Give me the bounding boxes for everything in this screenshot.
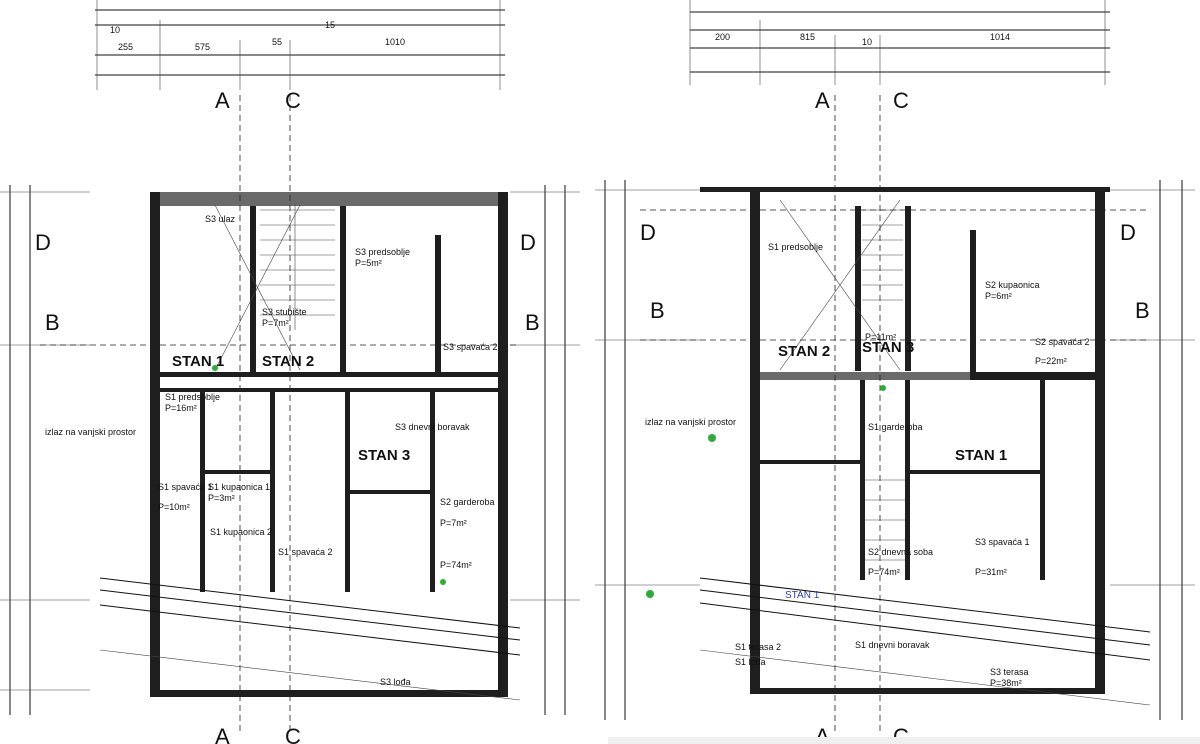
right-room-area-1: P=6m² — [985, 291, 1012, 301]
left-room-area-1: P=5m² — [355, 258, 382, 268]
right-unit-stan-1: STAN 1 — [955, 447, 1007, 464]
left-room-name-11: S3 lođa — [380, 677, 411, 687]
left-dim-3: 575 — [195, 42, 210, 52]
right-room-labels: S1 predsoblje P=11m² S2 kupaonica P=6m² … — [645, 242, 1090, 688]
left-room-area-8: P=7m² — [440, 518, 467, 528]
bottom-strip — [608, 737, 1200, 744]
left-room-area-9: P=74m² — [440, 560, 472, 570]
right-room-area-2: P=22m² — [1035, 356, 1067, 366]
left-room-name-2: S3 stubište — [262, 307, 307, 317]
right-room-name-6: S1 terasa 2 — [735, 642, 781, 652]
left-room-name-10: S1 spavaća 2 — [278, 547, 333, 557]
right-unit-stan-3: STAN 3 — [862, 339, 914, 356]
left-dim-1: 10 — [110, 25, 120, 35]
right-room-area-0: P=11m² — [865, 332, 896, 342]
left-room-name-5: S1 spavaća 1 — [158, 482, 213, 492]
right-level-marker-2 — [646, 590, 654, 598]
right-room-name-7: S1 dnevni boravak — [855, 640, 930, 650]
right-room-area-9: P=38m² — [990, 678, 1022, 688]
left-room-area-4: P=16m² — [165, 403, 197, 413]
left-side-dimensions — [0, 185, 580, 715]
left-stairs — [214, 204, 335, 371]
right-level-marker — [708, 434, 716, 442]
right-room-name-9: S3 terasa — [990, 667, 1029, 677]
right-room-area-5: P=74m² — [868, 567, 900, 577]
right-room-name-8: S1 lođa — [735, 657, 766, 667]
right-floor-plan: 200 815 10 1014 A C A C D D B B — [595, 0, 1200, 744]
right-blue-note: STAN 1 — [785, 590, 820, 601]
right-room-name-0: S1 predsoblje — [768, 242, 823, 252]
right-room-area-4: P=31m² — [975, 567, 1007, 577]
right-top-dimensions: 200 815 10 1014 — [689, 0, 1110, 85]
right-side-dimensions — [595, 180, 1195, 720]
left-room-name-0: S3 ulaz — [205, 214, 236, 224]
left-top-dimensions: 10 255 575 55 1010 15 — [95, 0, 505, 90]
left-axis-top-a: A — [215, 88, 230, 113]
right-level-marker-3 — [880, 385, 886, 391]
left-floor-plan: 10 255 575 55 1010 15 A C A C D D B B — [0, 0, 580, 744]
right-side-note: izlaz na vanjski prostor — [645, 417, 736, 427]
left-axis-bottom-a: A — [215, 724, 230, 744]
left-room-name-9: S3 dnevni boravak — [395, 422, 470, 432]
left-axis-side-b: B — [45, 310, 60, 335]
right-axis-top-c: C — [893, 88, 909, 113]
right-dim-1: 200 — [715, 32, 730, 42]
left-room-name-6: S1 kupaonica 1 — [208, 482, 270, 492]
left-unit-stan-1: STAN 1 — [172, 353, 224, 370]
right-axis-side-b: B — [650, 298, 665, 323]
right-room-name-2: S2 spavaća 2 — [1035, 337, 1090, 347]
left-unit-stan-3: STAN 3 — [358, 447, 410, 464]
left-room-area-5: P=10m² — [158, 502, 190, 512]
left-axis-bottom-c: C — [285, 724, 301, 744]
right-axis-side-d-right: D — [1120, 220, 1136, 245]
left-room-labels: S3 ulaz S3 predsoblje P=5m² S3 stubište … — [45, 214, 498, 687]
right-dim-3: 10 — [862, 37, 872, 47]
right-axis-top-a: A — [815, 88, 830, 113]
left-room-area-6: P=3m² — [208, 493, 235, 503]
left-level-marker-2 — [440, 579, 446, 585]
left-axis-side-d-right: D — [520, 230, 536, 255]
left-dim-6: 15 — [325, 20, 335, 30]
right-room-name-4: S3 spavaća 1 — [975, 537, 1030, 547]
left-room-name-7: S1 kupaonica 2 — [210, 527, 272, 537]
right-room-name-1: S2 kupaonica — [985, 280, 1040, 290]
left-unit-stan-2: STAN 2 — [262, 353, 314, 370]
left-dim-4: 55 — [272, 37, 282, 47]
left-dim-5: 1010 — [385, 37, 405, 47]
left-side-note: izlaz na vanjski prostor — [45, 427, 136, 437]
left-dim-2: 255 — [118, 42, 133, 52]
right-dim-4: 1014 — [990, 32, 1010, 42]
left-room-name-1: S3 predsoblje — [355, 247, 410, 257]
right-room-name-3: S1 garderoba — [868, 422, 923, 432]
right-axis-side-d: D — [640, 220, 656, 245]
left-room-area-2: P=7m² — [262, 318, 289, 328]
left-level-marker — [212, 365, 218, 371]
left-axis-top-c: C — [285, 88, 301, 113]
left-room-name-8: S2 garderoba — [440, 497, 495, 507]
left-axis-side-d: D — [35, 230, 51, 255]
right-unit-stan-2: STAN 2 — [778, 343, 830, 360]
left-room-name-3: S3 spavaća 2 — [443, 342, 498, 352]
right-room-name-5: S2 dnevna soba — [868, 547, 933, 557]
left-room-name-4: S1 predsoblje — [165, 392, 220, 402]
right-axis-side-b-right: B — [1135, 298, 1150, 323]
left-axis-side-b-right: B — [525, 310, 540, 335]
right-dim-2: 815 — [800, 32, 815, 42]
